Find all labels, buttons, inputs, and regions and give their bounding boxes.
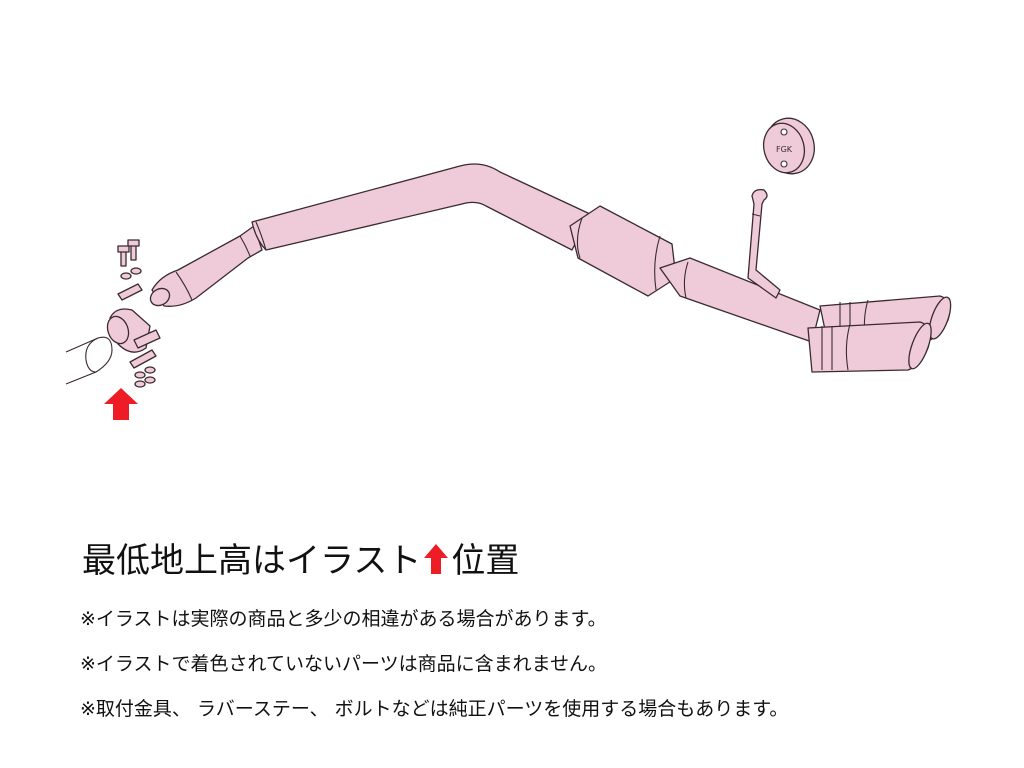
center-pipe <box>251 163 591 251</box>
rubber-hanger-label: FGK <box>776 145 793 154</box>
note-illustration-difference: ※イラストは実際の商品と多少の相違がある場合があります。 <box>80 608 607 630</box>
title-text-after: 位置 <box>451 541 520 581</box>
ground-clearance-arrow-icon <box>104 388 138 420</box>
front-pipe <box>149 225 263 307</box>
ground-clearance-title: 最低地上高はイラスト位置 <box>82 538 519 584</box>
tailpipes <box>807 295 952 373</box>
title-text-before: 最低地上高はイラスト <box>82 541 422 581</box>
bolts-bottom <box>129 349 157 388</box>
bolts-top <box>117 239 143 301</box>
hanger-bracket <box>747 188 781 299</box>
rubber-hanger: FGK <box>762 117 815 175</box>
up-arrow-icon <box>424 544 449 574</box>
exhaust-diagram: .p { fill: #efcbda; stroke: #3a2a30; str… <box>65 117 952 420</box>
note-uncolored-parts: ※イラストで着色されていないパーツは商品に含まれません。 <box>80 653 608 675</box>
pipe-clamp <box>106 308 161 353</box>
stock-pipe <box>65 336 113 385</box>
catalyzer <box>569 205 821 343</box>
note-genuine-parts: ※取付金具、 ラバーステー、 ボルトなどは純正パーツを使用する場合もあります。 <box>80 698 789 720</box>
